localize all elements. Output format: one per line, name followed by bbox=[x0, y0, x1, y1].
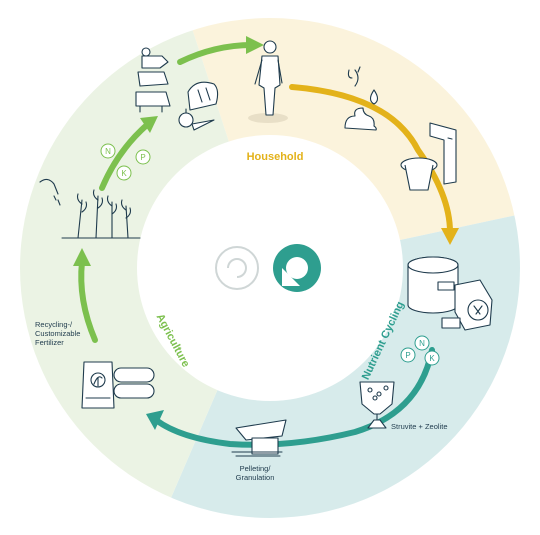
badge-p-cycling: P bbox=[405, 351, 410, 360]
center-logo bbox=[215, 244, 321, 292]
reactor-icons bbox=[407, 256, 493, 331]
droplet-icon bbox=[369, 89, 379, 105]
arrow-crops-to-animals bbox=[99, 121, 151, 191]
struvite-caption: Struvite + Zeolite bbox=[391, 422, 447, 431]
arrow-animals-to-household bbox=[177, 42, 255, 65]
logo-teal-notch bbox=[282, 268, 300, 286]
nutrient-badges-cycling: P N K bbox=[400, 335, 440, 366]
vegetables-icon bbox=[178, 108, 215, 131]
pelleting-caption-line-1: Pelleting/ bbox=[240, 464, 272, 473]
animals-icon bbox=[135, 47, 171, 113]
waste-icon bbox=[344, 107, 377, 131]
nutrient-badges-agriculture: N P K bbox=[100, 143, 151, 181]
fertilizer-caption-line-1: Recycling-/ bbox=[35, 320, 73, 329]
arrow-cycling-to-agriculture bbox=[153, 347, 435, 448]
badge-n-cycling: N bbox=[419, 339, 425, 348]
fertilizer-bag-icon bbox=[81, 361, 155, 409]
pelleting-caption-line-2: Granulation bbox=[236, 473, 275, 482]
household-label: Household bbox=[247, 151, 304, 163]
arrow-head-2 bbox=[441, 228, 459, 245]
arrow-fertilizer-to-crops bbox=[78, 259, 98, 343]
cycle-arrows bbox=[73, 36, 459, 448]
badge-p-agri: P bbox=[140, 153, 145, 162]
agriculture-sector bbox=[20, 18, 270, 518]
arrow-household-to-cycling bbox=[289, 84, 453, 235]
arrow-head-5 bbox=[140, 116, 158, 133]
logo-outline-inner bbox=[227, 258, 247, 278]
food-waste-icons bbox=[344, 66, 379, 131]
crops-icon bbox=[39, 178, 141, 239]
pelleting-machine-icon bbox=[231, 419, 287, 457]
logo-teal-hole bbox=[286, 257, 308, 279]
fertilizer-caption-line-2: Customizable bbox=[35, 329, 80, 338]
inner-disc bbox=[137, 135, 403, 401]
fertilizer-caption-line-3: Fertilizer bbox=[35, 338, 64, 347]
person-shadow bbox=[248, 113, 288, 123]
arrow-head-3 bbox=[146, 410, 164, 430]
toilet-icon bbox=[400, 122, 457, 191]
bread-icon bbox=[187, 81, 219, 111]
badge-k-agri: K bbox=[121, 169, 127, 178]
struvite-vessel-icon bbox=[359, 381, 395, 429]
logo-outline-ring bbox=[215, 246, 259, 290]
arrow-head-4 bbox=[73, 248, 91, 266]
badge-k-cycling: K bbox=[429, 354, 435, 363]
person-icon bbox=[248, 40, 288, 123]
badge-n-agri: N bbox=[105, 147, 111, 156]
arrow-head-1 bbox=[246, 36, 264, 54]
